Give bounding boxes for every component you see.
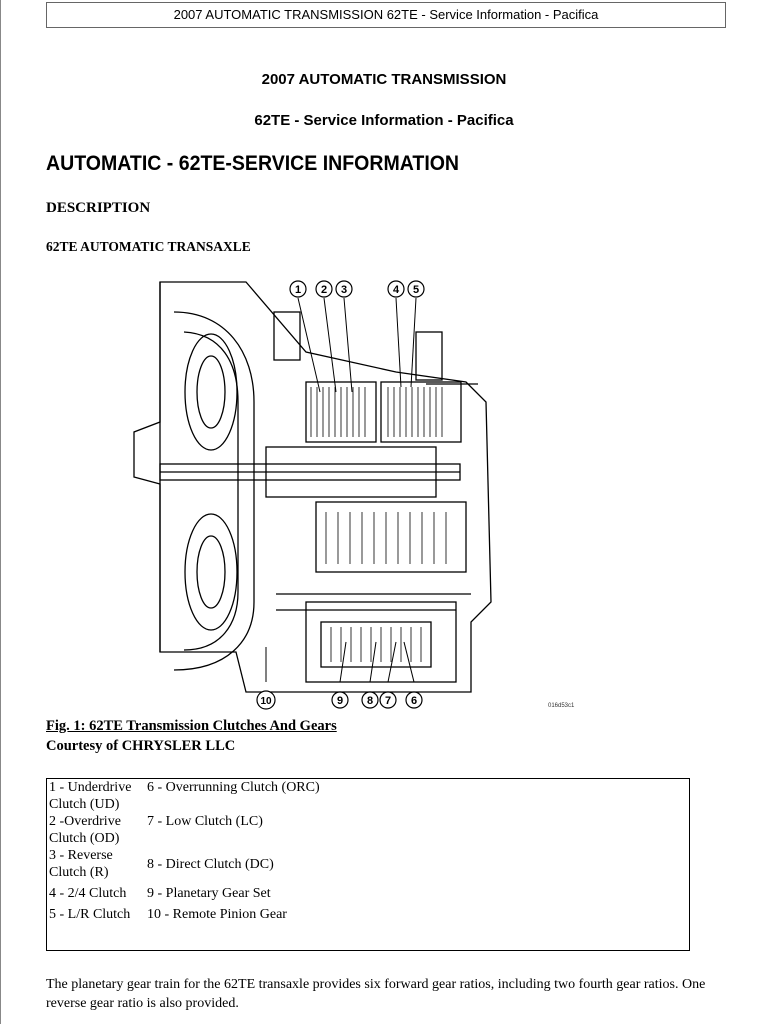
callout-2: 2 (315, 280, 333, 298)
legend-text: Clutch (UD) (49, 797, 120, 812)
figure-caption: Fig. 1: 62TE Transmission Clutches And G… (46, 718, 337, 734)
legend-cell-left: 5 - L/R Clutch (49, 907, 131, 922)
transaxle-drawing: 1 2 3 4 5 10 9 8 (133, 280, 492, 710)
callout-4: 4 (387, 280, 405, 298)
callout-label: 7 (385, 695, 391, 707)
legend-cell-right: 9 - Planetary Gear Set (147, 886, 271, 901)
legend-text: Clutch (R) (49, 865, 109, 880)
legend-cell-right: 8 - Direct Clutch (DC) (147, 856, 274, 872)
callout-label: 9 (337, 695, 343, 707)
description-heading: DESCRIPTION (46, 200, 151, 216)
legend-text: 1 - Underdrive (49, 780, 132, 795)
transaxle-cutaway-figure: 1 2 3 4 5 10 9 8 (126, 272, 586, 712)
subsection-heading: 62TE AUTOMATIC TRANSAXLE (46, 239, 251, 254)
callout-1: 1 (289, 280, 307, 298)
document-subtitle: 62TE - Service Information - Pacifica (254, 112, 514, 129)
running-header-text: 2007 AUTOMATIC TRANSMISSION 62TE - Servi… (173, 7, 599, 22)
callout-9: 9 (331, 691, 349, 709)
callout-label: 4 (393, 284, 400, 296)
callout-6: 6 (405, 691, 423, 709)
table-row: 4 - 2/4 Clutch 9 - Planetary Gear Set (47, 881, 320, 902)
callout-5: 5 (407, 280, 425, 298)
section-heading: AUTOMATIC - 62TE-SERVICE INFORMATION (46, 152, 460, 175)
figure-code: 016d53c1 (548, 703, 575, 709)
callout-label: 1 (295, 284, 301, 296)
callout-10: 10 (256, 690, 276, 710)
legend-cell-left: 4 - 2/4 Clutch (49, 886, 127, 901)
legend-cell-right: 7 - Low Clutch (LC) (147, 814, 263, 829)
callout-7: 7 (379, 691, 397, 709)
callout-8: 8 (361, 691, 379, 709)
legend-text: Clutch (OD) (49, 831, 120, 846)
legend-text: 3 - Reverse (49, 848, 113, 863)
legend-text: 2 -Overdrive (49, 814, 121, 829)
callout-3: 3 (335, 280, 353, 298)
callout-label: 8 (367, 695, 373, 707)
body-paragraph: The planetary gear train for the 62TE tr… (46, 977, 706, 1011)
document-title: 2007 AUTOMATIC TRANSMISSION (261, 71, 507, 88)
running-header: 2007 AUTOMATIC TRANSMISSION 62TE - Servi… (46, 2, 726, 28)
page-edge (0, 0, 1, 1024)
legend-cell-right: 6 - Overrunning Clutch (ORC) (147, 780, 320, 795)
callout-label: 2 (321, 284, 327, 296)
legend-cell-right: 10 - Remote Pinion Gear (147, 907, 287, 922)
figure-credit: Courtesy of CHRYSLER LLC (46, 738, 236, 754)
table-row: 5 - L/R Clutch 10 - Remote Pinion Gear (47, 902, 320, 923)
callout-label: 6 (411, 695, 417, 707)
callout-label: 10 (260, 696, 272, 707)
callout-label: 3 (341, 284, 347, 296)
callout-label: 5 (413, 284, 419, 296)
